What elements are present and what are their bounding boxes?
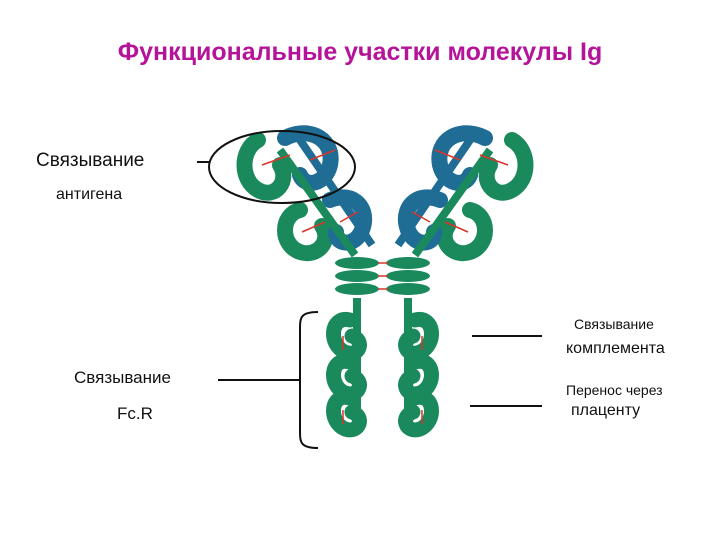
fcr-label-line2: Fc.R [117, 404, 153, 424]
complement-label-line2: комплемента [566, 340, 665, 358]
fc-region [334, 298, 432, 430]
complement-label-line1: Связывание [574, 316, 654, 332]
placenta-label-line2: плаценту [571, 402, 640, 420]
fcr-bracket [300, 312, 318, 448]
placenta-label-line1: Перенос через [566, 382, 663, 398]
right-fab-arm [398, 133, 526, 255]
antigen-label-line1: Связывание [36, 150, 144, 172]
fcr-label-line1: Связывание [74, 368, 171, 388]
antigen-label-line2: антигена [56, 186, 122, 204]
hinge-region [335, 257, 430, 295]
left-fab-arm [245, 133, 373, 255]
